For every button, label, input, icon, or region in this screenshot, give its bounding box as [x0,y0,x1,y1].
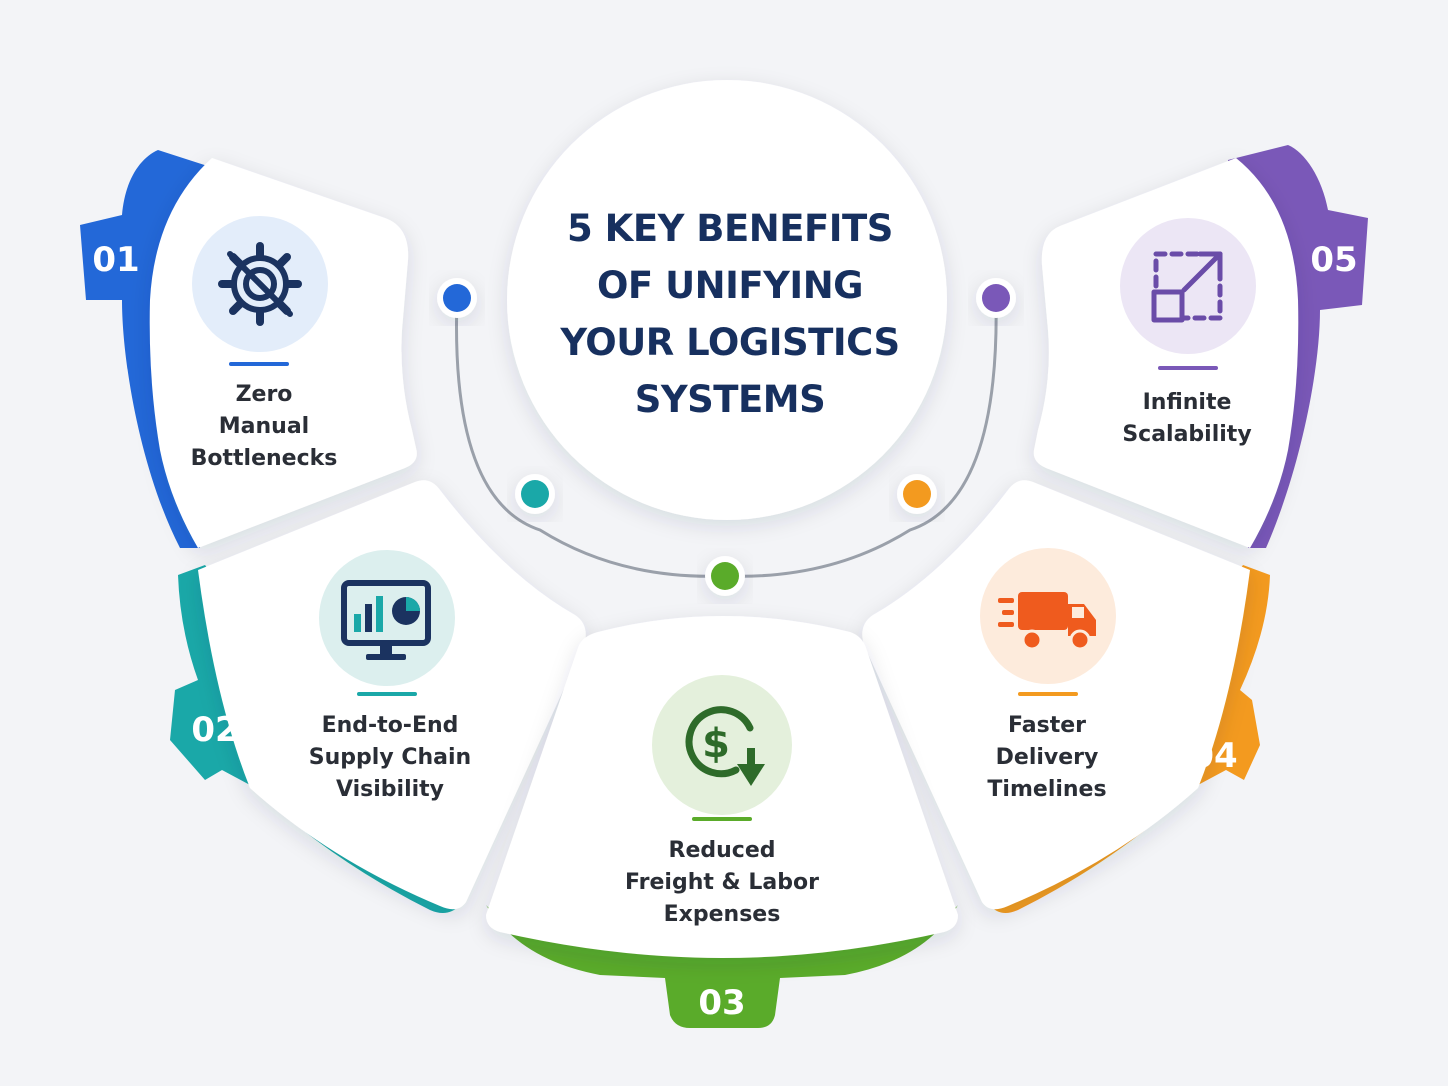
benefit-label-02-line-1: End-to-End [321,713,459,738]
benefit-label-02-line-3: Visibility [335,777,445,802]
benefit-card-02 [170,480,586,914]
card-05-underline [1158,366,1218,370]
benefit-label-05-line-1: Infinite [1142,390,1232,415]
connector-dot-02 [515,474,555,514]
card-01-underline [229,362,289,366]
benefit-label-01-line-3: Bottlenecks [190,446,338,471]
benefit-label-02: End-to-End Supply Chain Visibility [280,710,500,806]
connector-dot-05 [976,278,1016,318]
benefit-label-03-line-3: Expenses [663,902,781,927]
benefit-label-01-line-2: Manual [218,414,310,439]
benefit-number-02: 02 [191,710,239,750]
card-05-body [1033,158,1299,548]
benefit-label-04: Faster Delivery Timelines [937,710,1157,806]
benefit-label-01: Zero Manual Bottlenecks [154,379,374,475]
benefit-label-03-line-1: Reduced [668,838,776,863]
benefit-number-03: 03 [698,983,746,1023]
title-line-3: YOUR LOGISTICS [560,321,900,364]
card-03-underline [692,817,752,821]
title-line-4: SYSTEMS [634,378,826,421]
page-title: 5 KEY BENEFITS OF UNIFYING YOUR LOGISTIC… [520,200,940,428]
monitor-chart-icon [341,580,431,660]
connector-dot-03 [705,556,745,596]
benefit-label-04-line-3: Timelines [987,777,1107,802]
benefit-label-04-line-2: Delivery [995,745,1099,770]
benefit-label-02-line-2: Supply Chain [308,745,472,770]
benefit-label-01-line-1: Zero [235,382,293,407]
benefit-label-05: Infinite Scalability [1077,387,1297,451]
card-04-underline [1018,692,1078,696]
fast-truck-icon [998,592,1096,651]
card-03-icon-bg [652,675,792,815]
benefit-card-05 [1033,145,1368,548]
card-02-icon-bg [319,550,455,686]
card-02-underline [357,692,417,696]
expand-arrow-icon [1151,251,1223,323]
benefit-card-01 [80,150,417,548]
dollar-cycle-icon: $ [685,706,765,786]
title-circle [507,80,947,520]
benefit-label-03: Reduced Freight & Labor Expenses [612,835,832,931]
benefit-label-05-line-2: Scalability [1122,422,1252,447]
benefit-card-03: $ [486,616,958,1028]
connector-dot-04 [897,474,937,514]
benefit-number-05: 05 [1310,240,1358,280]
connector-dot-01 [437,278,477,318]
benefit-label-04-line-1: Faster [1008,713,1086,738]
benefit-number-04: 04 [1190,736,1238,776]
card-01-body [149,158,417,548]
benefit-number-01: 01 [92,240,140,280]
title-line-1: 5 KEY BENEFITS [567,207,893,250]
gear-off-icon [218,242,302,326]
svg-text:$: $ [702,721,730,767]
benefit-label-03-line-2: Freight & Labor [625,870,819,895]
title-line-2: OF UNIFYING [596,264,864,307]
benefit-card-04 [862,480,1270,914]
